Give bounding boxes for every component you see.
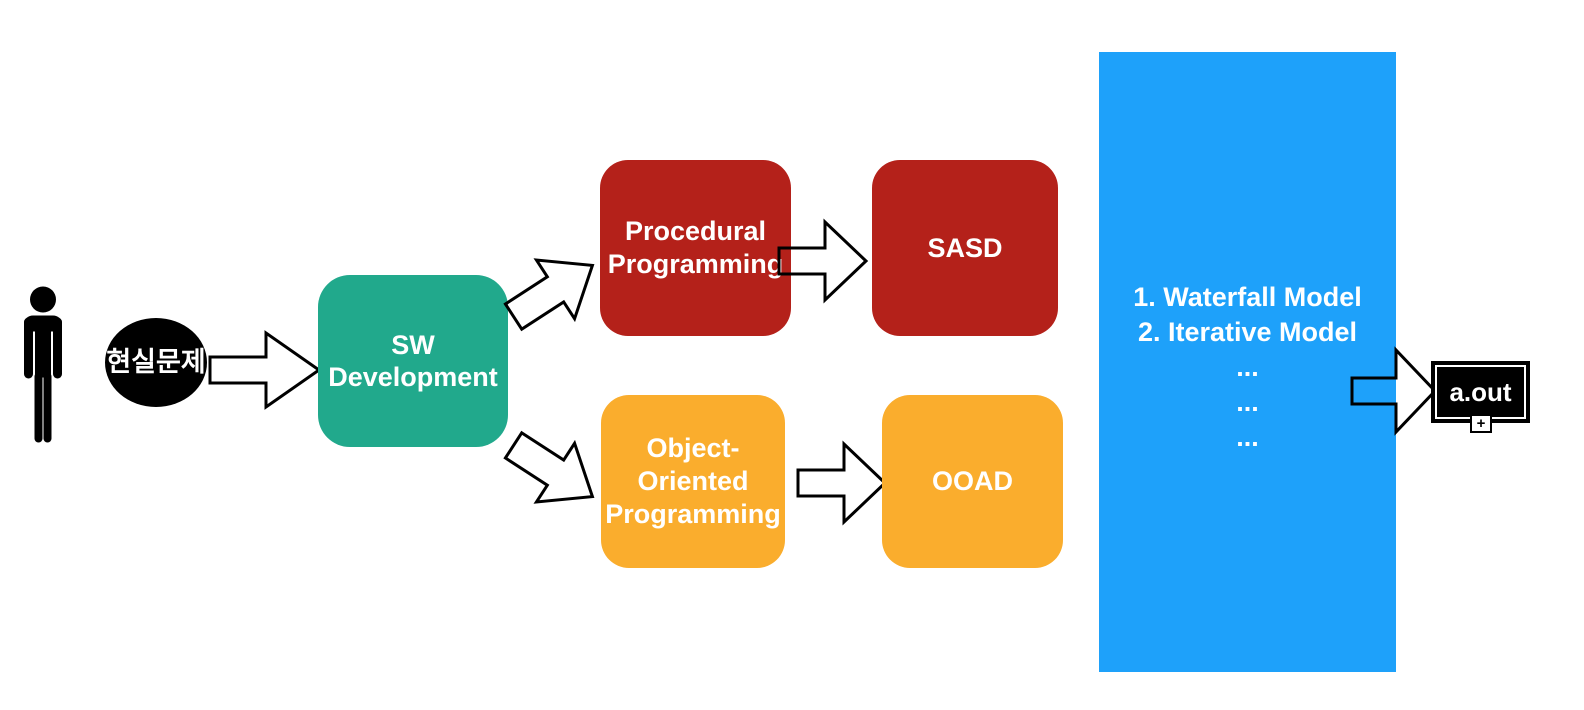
procedural-line1: Procedural	[624, 216, 767, 246]
person-icon	[24, 286, 62, 443]
oop-line2: Oriented	[637, 466, 749, 496]
aout-monitor-icon: a.out .. +	[1431, 361, 1530, 433]
model-item-1: 1. Waterfall Model	[1133, 282, 1362, 312]
model-ellipsis-1: ...	[1236, 352, 1259, 382]
arrow-procedural-to-sasd	[777, 218, 869, 304]
arrow-models-to-output	[1350, 346, 1438, 436]
sasd-box: SASD	[872, 160, 1058, 336]
procedural-programming-box: Procedural Programming	[600, 160, 791, 336]
oop-line1: Object-	[646, 433, 740, 463]
arrow-oop-to-ooad	[796, 440, 888, 526]
sw-dev-line1: SW	[391, 330, 435, 360]
problem-ellipse: 현실문제	[105, 318, 207, 407]
process-models-panel: 1. Waterfall Model 2. Iterative Model ..…	[1099, 52, 1396, 672]
model-ellipsis-3: ...	[1236, 422, 1259, 452]
sw-development-box: SW Development	[318, 275, 508, 447]
arrow-problem-to-swdev	[208, 330, 322, 410]
arrow-swdev-to-oop	[503, 430, 595, 504]
ooad-label: OOAD	[932, 466, 1013, 496]
arrow-swdev-to-procedural	[503, 258, 595, 332]
problem-label: 현실문제	[106, 347, 206, 377]
oop-line3: Programming	[605, 499, 781, 529]
monitor-dots: ..	[1517, 411, 1525, 421]
sasd-label: SASD	[927, 232, 1003, 263]
plus-icon: +	[1470, 414, 1492, 433]
procedural-line2: Programming	[607, 249, 784, 279]
model-item-2: 2. Iterative Model	[1137, 317, 1358, 347]
model-ellipsis-2: ...	[1236, 387, 1259, 417]
ooad-box: OOAD	[882, 395, 1063, 568]
sw-dev-line2: Development	[328, 362, 498, 392]
aout-label: a.out	[1449, 376, 1512, 407]
oop-box: Object- Oriented Programming	[601, 395, 785, 568]
